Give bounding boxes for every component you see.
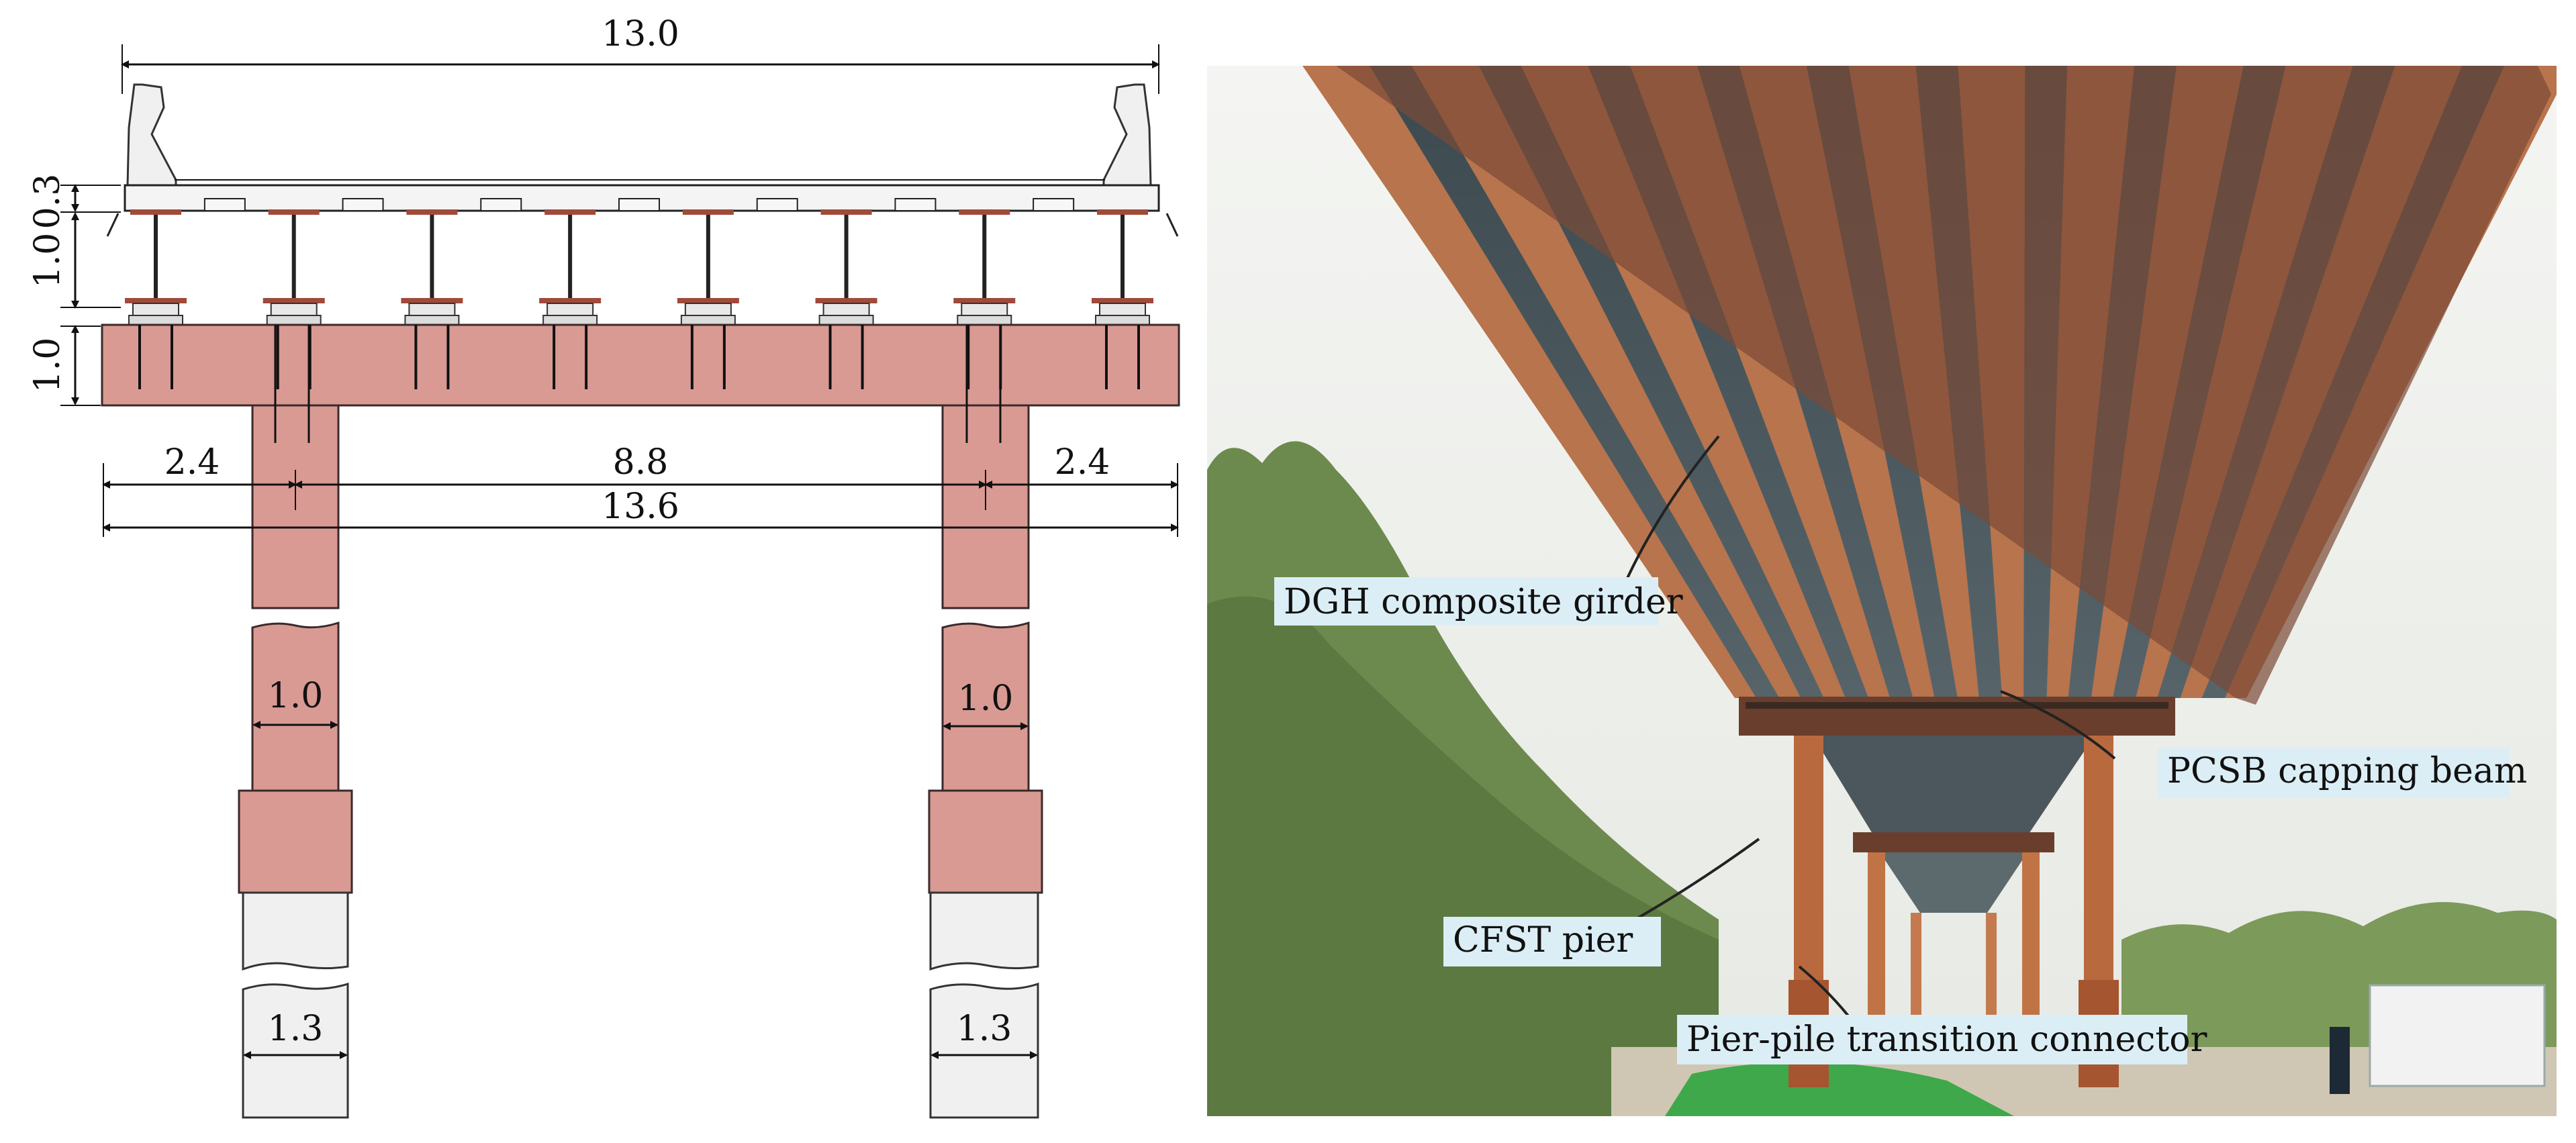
- anchor-bolt-pair: [553, 325, 588, 389]
- girder: [125, 198, 246, 326]
- anchor-bolt-pair: [414, 325, 450, 389]
- anchor-bolt-pair: [138, 325, 173, 389]
- girder: [815, 198, 937, 326]
- right-pier-column: [928, 404, 1043, 1119]
- pile-diameter-left-label: 1.3: [268, 1009, 324, 1049]
- left-barrier: [126, 83, 177, 187]
- dimension-deck-width: 13.0: [121, 14, 1160, 94]
- steel-girders: [125, 198, 1153, 326]
- anchor-bolt-pair: [1105, 325, 1140, 389]
- column-rebars: [274, 325, 1002, 443]
- cap-beam: [101, 324, 1180, 407]
- girder: [677, 198, 798, 326]
- label-pier: CFST pier: [1443, 917, 1661, 966]
- girder: [263, 198, 384, 326]
- deck-width-label: 13.0: [602, 14, 679, 54]
- anchor-bolt-pair: [828, 325, 864, 389]
- site-hut: [2369, 984, 2546, 1087]
- svg-text:PCSB capping beam: PCSB capping beam: [2167, 751, 2527, 791]
- svg-text:DGH composite girder: DGH composite girder: [1284, 582, 1683, 622]
- girder: [953, 198, 1075, 326]
- dimension-cap-spans: 2.4 8.8 2.4 13.6: [102, 442, 1179, 537]
- anchor-bolt-pair: [690, 325, 726, 389]
- pier-spacing-label: 8.8: [613, 442, 669, 483]
- anchor-bolt-pair: [276, 325, 312, 389]
- photo-girder: [1411, 66, 1801, 698]
- bridge-photo: DGH composite girder PCSB capping beam C…: [1207, 66, 2557, 1116]
- right-barrier: [1102, 83, 1152, 187]
- cap-height-label: 1.0: [28, 338, 68, 393]
- dimension-left-heights: 0.3 1.0 1.0: [28, 174, 121, 406]
- cantilever-right-label: 2.4: [1055, 442, 1110, 483]
- anchor-bolts: [138, 325, 1140, 389]
- cap-length-label: 13.6: [602, 487, 679, 527]
- label-connector: Pier-pile transition connector: [1677, 1015, 2207, 1064]
- girder-height-label: 1.0: [28, 233, 68, 289]
- girder: [401, 198, 522, 326]
- label-girder: DGH composite girder: [1274, 577, 1683, 626]
- left-pier-column: [238, 404, 353, 1119]
- deck-thickness-label: 0.3: [28, 174, 68, 230]
- cantilever-left-label: 2.4: [164, 442, 220, 483]
- dimension-diameters: 1.0 1.0 1.3 1.3: [243, 676, 1038, 1059]
- label-capping-beam: PCSB capping beam: [2158, 748, 2527, 797]
- photo-girder: [1302, 66, 1756, 698]
- pile-diameter-right-label: 1.3: [957, 1009, 1012, 1049]
- pier-diameter-right-label: 1.0: [958, 679, 1014, 719]
- girder: [1092, 209, 1153, 326]
- svg-text:CFST pier: CFST pier: [1453, 920, 1633, 960]
- cross-section-drawing: 13.0 0.3 1.0 1.0: [28, 14, 1180, 1119]
- svg-text:Pier-pile transition connector: Pier-pile transition connector: [1686, 1020, 2207, 1060]
- pier-diameter-left-label: 1.0: [268, 676, 324, 716]
- girder: [539, 198, 660, 326]
